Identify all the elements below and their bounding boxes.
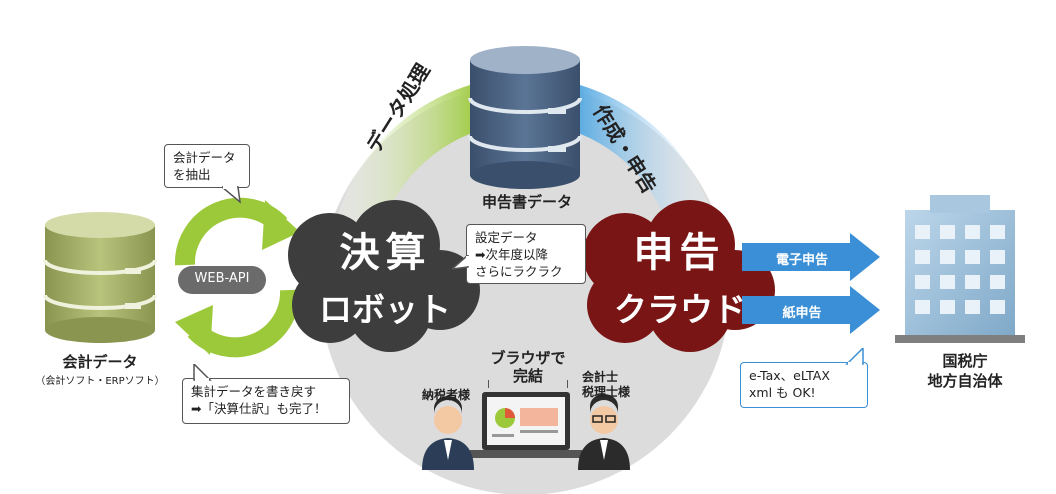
settings-bubble-line2: ➡次年度以降 (475, 247, 548, 262)
browser-label-line1: ブラウザで (490, 349, 566, 367)
electronic-filing-label: 電子申告 (775, 253, 828, 268)
extract-bubble-line1: 会計データ (173, 150, 236, 165)
browser-label-line2: 完結 (512, 367, 543, 385)
center-disk (320, 85, 730, 494)
tax-office-label: 国税庁 地方自治体 (900, 351, 1030, 391)
top-database-icon (468, 46, 582, 189)
robot-cloud-shape (288, 200, 480, 352)
robot-title-line1: 決算 (339, 230, 432, 276)
write-back-line2: ➡「決算仕訳」も完了！ (191, 401, 327, 416)
robot-title-line2: ロボット (319, 290, 451, 329)
settings-data-bubble: 設定データ ➡次年度以降 さらにラクラク (466, 224, 586, 284)
cloud-title-line1: 申告 (633, 230, 726, 276)
settings-bubble-line1: 設定データ (475, 230, 538, 245)
taxpayer-person-icon (422, 396, 474, 470)
sync-arrows-icon (174, 197, 301, 358)
tax-office-line2: 地方自治体 (927, 372, 1003, 390)
taxpayer-label: 納税者様 (422, 388, 471, 402)
accounting-data-label: 会計データ (62, 353, 138, 371)
laptop-icon (462, 392, 590, 458)
extract-bubble-line2: を抽出 (173, 167, 211, 182)
browser-label-bracket (488, 380, 568, 388)
etax-ok-bubble: e-Tax、eLTAX xml も OK! (740, 362, 868, 408)
write-back-bubble-tail (193, 364, 212, 382)
etax-bubble-line2: xml も OK! (749, 385, 816, 400)
settings-bubble-line3: さらにラクラク (475, 264, 563, 279)
web-api-pill (178, 266, 266, 294)
cloud-title-line2: クラウド (614, 290, 746, 329)
browser-complete-label: ブラウザで 完結 (478, 349, 578, 385)
accountant-label: 会計士 税理士様 (582, 370, 631, 399)
web-api-label: WEB-API (194, 271, 250, 286)
etax-bubble-line1: e-Tax、eLTAX (749, 368, 830, 383)
tax-return-data-label: 申告書データ (481, 193, 572, 211)
tax-office-line1: 国税庁 (942, 352, 988, 370)
extract-bubble-tail (222, 186, 241, 204)
paper-filing-arrow (742, 286, 880, 334)
electronic-filing-arrow (742, 233, 880, 281)
settings-bubble-tail (452, 255, 470, 270)
etax-bubble-tail (845, 348, 864, 366)
paper-filing-label: 紙申告 (782, 306, 822, 321)
write-back-line1: 集計データを書き戻す (191, 384, 317, 399)
write-back-bubble: 集計データを書き戻す ➡「決算仕訳」も完了！ (182, 378, 350, 424)
left-database-icon (43, 212, 157, 343)
accounting-software-sublabel: （会計ソフト・ERPソフト） (35, 376, 165, 387)
accountant-person-icon (578, 394, 630, 470)
extract-data-bubble: 会計データ を抽出 (164, 144, 250, 188)
building-icon (895, 195, 1025, 343)
